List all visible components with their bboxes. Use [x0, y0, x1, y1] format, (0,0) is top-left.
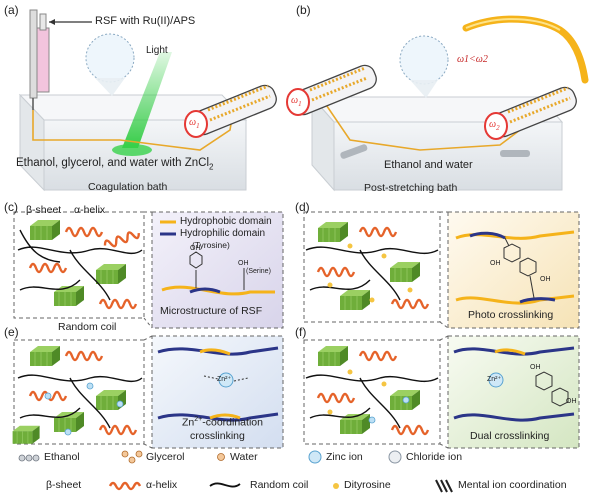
dual-oh-1: OH — [530, 364, 541, 371]
panel-label-e: (e) — [4, 325, 19, 339]
legend-glycerol: Glycerol — [146, 451, 185, 463]
speed-relation: ω1<ω2 — [457, 54, 488, 65]
spool-b2 — [484, 86, 577, 140]
spool-b1 — [286, 64, 377, 116]
dityrosine-oh-2: OH — [540, 276, 551, 283]
dual-crosslinking-caption: Dual crosslinking — [470, 430, 550, 442]
legend-graphic — [12, 425, 453, 493]
syringe-label: RSF with Ru(II)/APS — [95, 15, 196, 27]
dityrosine-oh-1: OH — [490, 260, 501, 267]
legend-tyrosine: (Tyrosine) — [192, 240, 230, 250]
panel-label-a: (a) — [4, 3, 19, 17]
panel-d-graphic — [303, 211, 580, 329]
panel-a-graphic — [18, 9, 277, 192]
post-bath-text: Ethanol and water — [384, 159, 473, 171]
panel-e-graphic — [13, 335, 284, 449]
panel-f-graphic — [303, 335, 580, 449]
zn-crosslinking-caption: crosslinking — [190, 430, 245, 442]
legend-dityrosine: Dityrosine — [344, 479, 391, 491]
coagulation-bath-label: Coagulation bath — [88, 181, 168, 193]
legend-coil: Random coil — [250, 479, 309, 491]
coagulation-bath-text: Ethanol, glycerol, and water with ZnCl2 — [16, 157, 214, 172]
microstructure-caption: Microstructure of RSF — [160, 305, 263, 317]
panel-b-graphic — [286, 15, 589, 192]
legend-chloride: Chloride ion — [406, 451, 463, 463]
serine-label: (Serine) — [246, 268, 271, 275]
legend-zinc: Zinc ion — [326, 451, 363, 463]
spool-b1-speed: ω1 — [291, 95, 302, 108]
light-beam — [122, 52, 172, 148]
legend-mental: Mental ion coordination — [458, 479, 567, 491]
legend-alpha: α-helix — [146, 479, 178, 491]
legend-beta: β-sheet — [46, 479, 82, 491]
spool-a — [184, 84, 277, 138]
panel-c-graphic — [13, 211, 284, 329]
panel-label-c: (c) — [4, 200, 18, 214]
panel-label-f: (f) — [295, 325, 307, 339]
light-label: Light — [146, 45, 168, 56]
zn-ion-e: Zn²⁺ — [217, 376, 232, 383]
serine-oh: OH — [238, 260, 249, 267]
legend-water: Water — [230, 451, 258, 463]
legend-hydrophobic: Hydrophobic domain — [180, 216, 272, 227]
tyrosine-oh: OH — [190, 245, 201, 252]
panel-label-b: (b) — [296, 3, 311, 17]
spool-b2-speed: ω2 — [489, 119, 500, 132]
zn-coordination-caption: Zn2+-coordination — [182, 416, 263, 429]
zn-ion-f: Zn²⁺ — [487, 376, 502, 383]
spool-a-speed: ω1 — [189, 117, 200, 130]
random-coil-label: Random coil — [58, 321, 117, 333]
legend-hydrophilic: Hydrophilic domain — [180, 228, 266, 239]
gold-fiber — [462, 15, 589, 84]
dual-oh-2: OH — [566, 398, 577, 405]
post-bath-label: Post-stretching bath — [364, 182, 458, 194]
legend-ethanol: Ethanol — [44, 451, 80, 463]
photo-crosslinking-caption: Photo crosslinking — [468, 309, 554, 321]
panel-label-d: (d) — [295, 200, 310, 214]
beta-sheet-label: β-sheet — [26, 204, 62, 216]
alpha-helix-label: α-helix — [74, 204, 106, 216]
